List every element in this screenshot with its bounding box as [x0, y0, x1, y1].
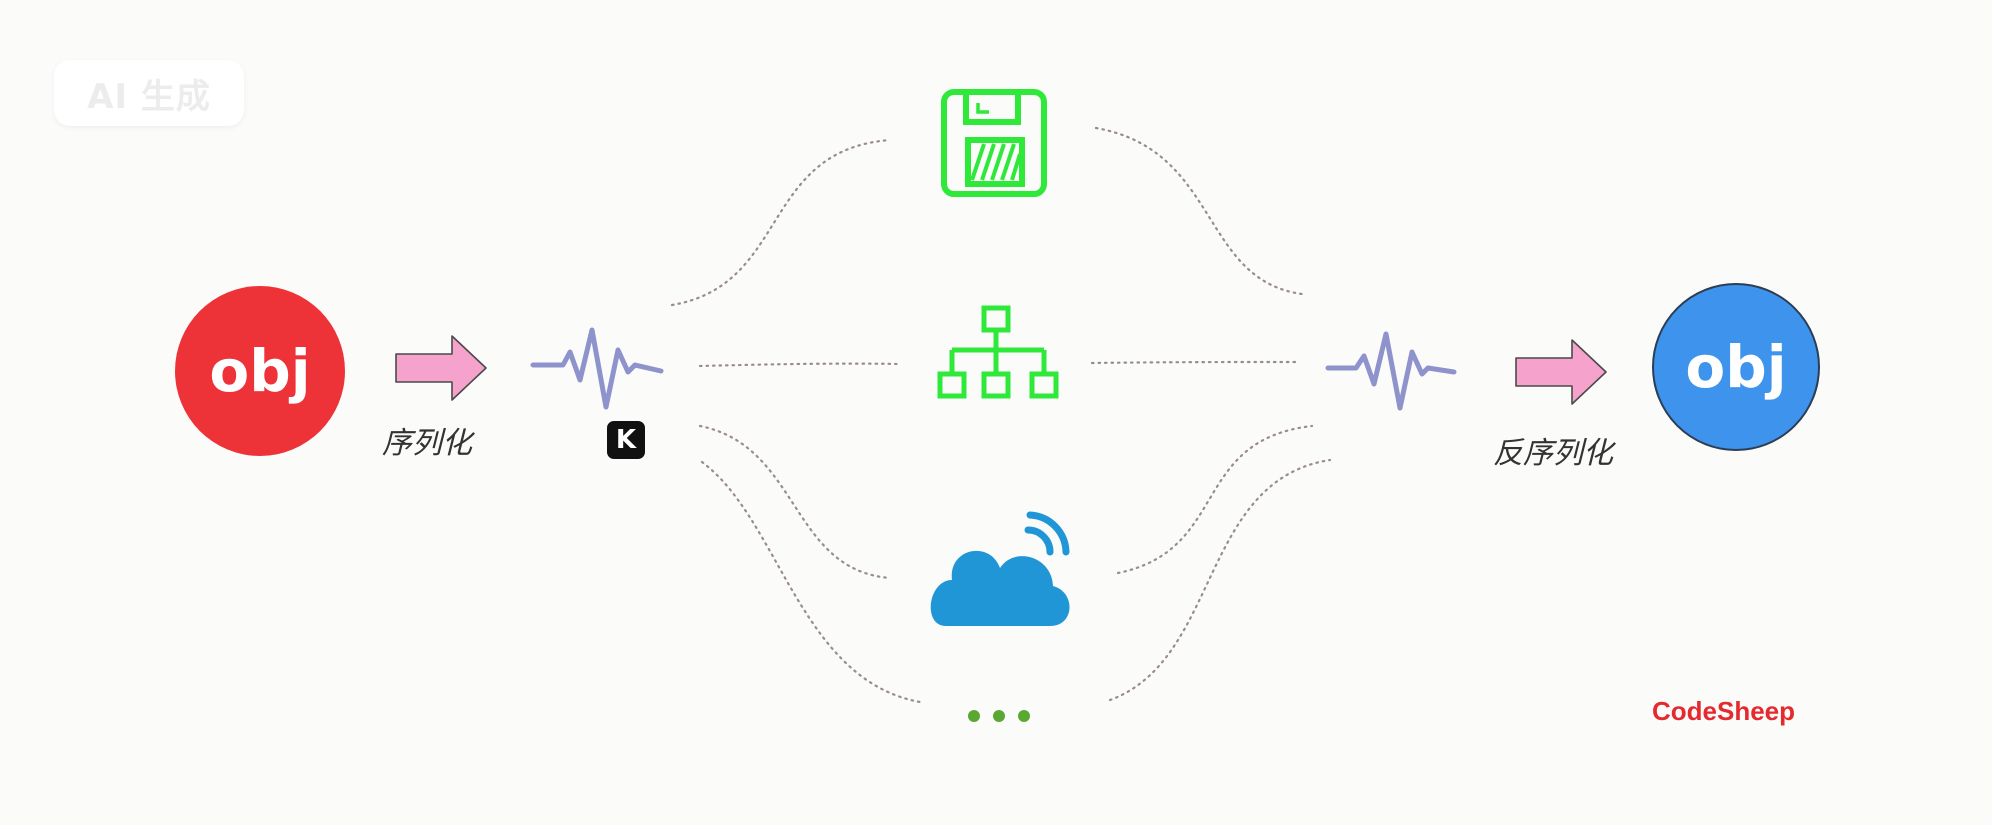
- connector-cloud-to-right: [1116, 424, 1314, 575]
- connector-left-to-more: [700, 460, 922, 704]
- connector-left-to-network: [698, 362, 902, 368]
- kuaishou-logo-icon: K: [607, 421, 645, 459]
- connector-left-to-cloud: [698, 424, 892, 580]
- ellipsis-icon: [968, 710, 1030, 722]
- serialized-stream-wave-icon: [530, 327, 664, 410]
- network-tree-icon: [937, 305, 1059, 399]
- connector-more-to-right: [1108, 458, 1332, 702]
- source-object-circle: obj: [175, 286, 345, 456]
- wireless-cloud-icon: [930, 511, 1070, 626]
- brand-watermark: CodeSheep: [1652, 696, 1796, 726]
- serialize-arrow: [395, 335, 487, 401]
- deserialized-stream-wave-icon: [1325, 331, 1457, 411]
- deserialize-arrow: [1515, 339, 1607, 405]
- floppy-disk-icon: [941, 89, 1047, 197]
- connector-network-to-right: [1090, 360, 1297, 365]
- connector-left-to-disk: [670, 138, 892, 307]
- target-object-circle: obj: [1652, 283, 1820, 451]
- connector-disk-to-right: [1094, 126, 1304, 296]
- ai-generated-watermark: AI 生成: [54, 60, 244, 126]
- serialize-label: 序列化: [382, 426, 472, 461]
- deserialize-label: 反序列化: [1493, 436, 1613, 471]
